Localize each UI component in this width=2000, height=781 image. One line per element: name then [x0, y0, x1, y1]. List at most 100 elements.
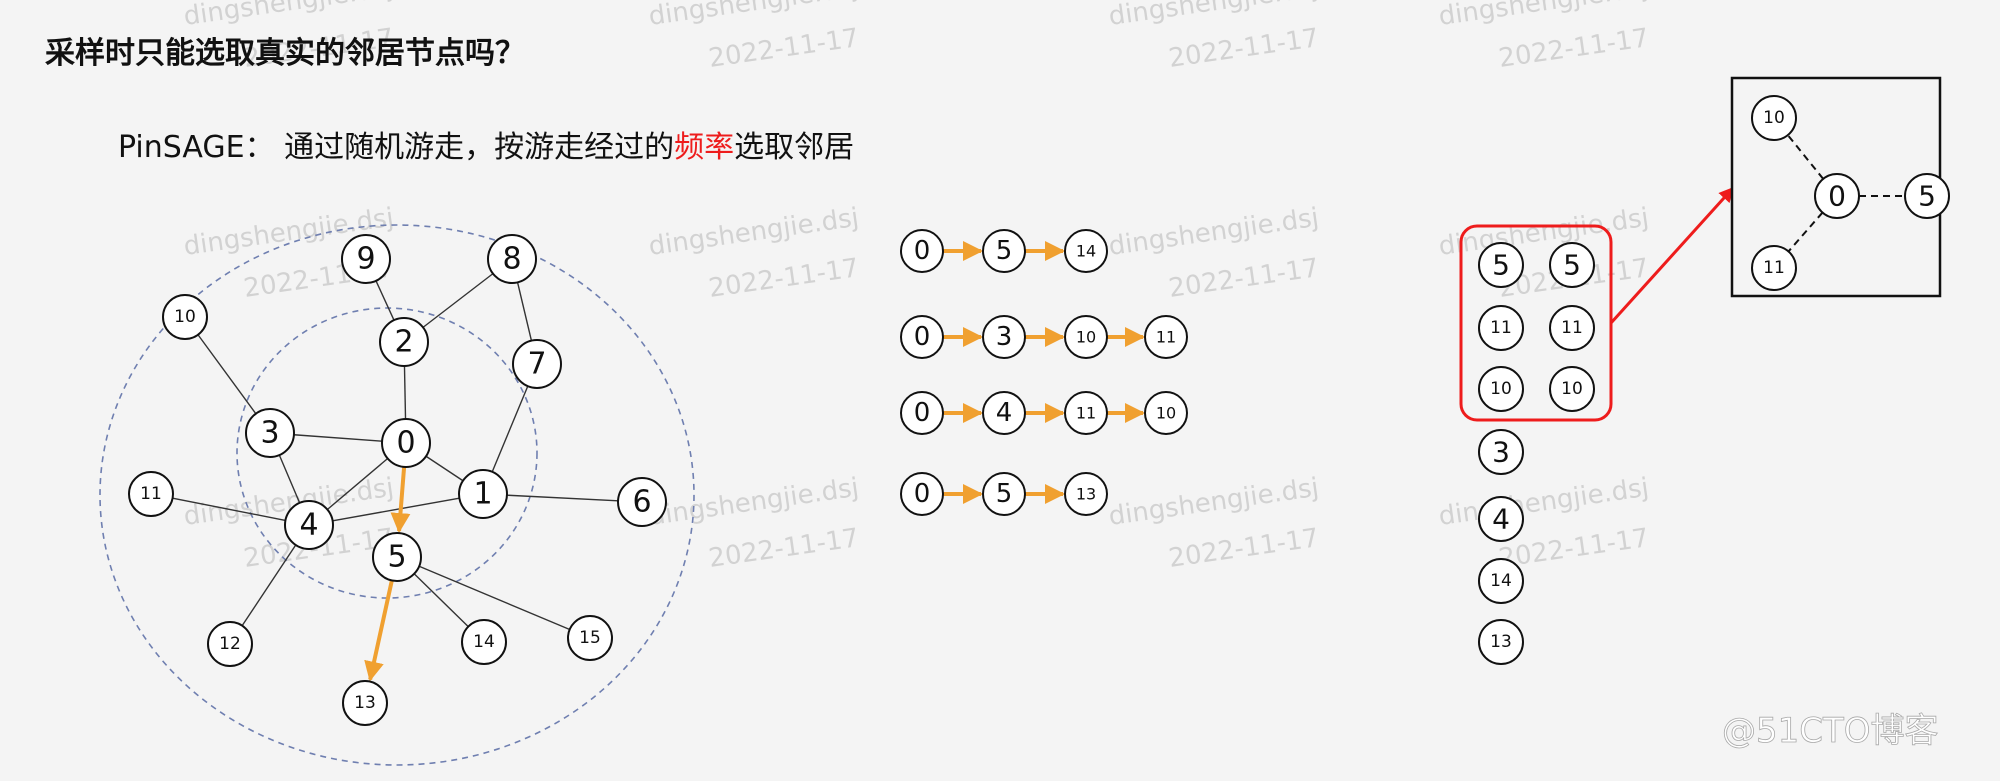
- walk-node: 3: [982, 315, 1026, 359]
- graph-edge-5-15: [418, 565, 570, 631]
- graph-node-6-label: 6: [632, 485, 651, 520]
- walk-node-label: 4: [996, 398, 1013, 428]
- tally-node-top-label: 11: [1490, 318, 1512, 338]
- result-neighbor-node: 11: [1751, 245, 1797, 291]
- graph-node-7-label: 7: [527, 347, 546, 382]
- graph-edge-8-7: [516, 282, 533, 341]
- graph-node-1: 1: [458, 469, 508, 519]
- graph-edge-1-6: [506, 494, 619, 502]
- walk-node: 10: [1064, 315, 1108, 359]
- walk-node: 0: [900, 315, 944, 359]
- walk-node-label: 0: [914, 236, 931, 266]
- graph-edge-7-1: [491, 385, 529, 473]
- watermark-user: dingshengjie.dsj: [647, 473, 861, 532]
- tally-node-top-label: 11: [1561, 318, 1583, 338]
- result-center-node: 0: [1814, 173, 1860, 219]
- result-neighbor-node-label: 11: [1763, 258, 1785, 278]
- walk-node-label: 10: [1076, 328, 1096, 347]
- walk-row: 0 5 14: [900, 229, 1108, 273]
- graph-node-14: 14: [461, 619, 507, 665]
- walk-row: 0 3 10 11: [900, 315, 1188, 359]
- graph-node-4-label: 4: [299, 508, 318, 543]
- watermark-date: 2022-11-17: [1167, 23, 1321, 74]
- walk-node: 11: [1064, 391, 1108, 435]
- result-edge: [1787, 211, 1824, 253]
- walk-node: 14: [1064, 229, 1108, 273]
- tally-node-label: 4: [1492, 503, 1510, 536]
- walk-node-label: 14: [1076, 242, 1096, 261]
- result-neighbor-node: 5: [1904, 173, 1950, 219]
- graph-edge-3-4: [278, 454, 301, 504]
- graph-node-14-label: 14: [473, 632, 495, 652]
- subtitle-highlight: 频率: [674, 130, 735, 165]
- watermark-user: dingshengjie.dsj: [1107, 203, 1321, 262]
- graph-edge-5-14: [413, 573, 469, 628]
- graph-node-12-label: 12: [219, 634, 241, 654]
- outer-hop-ring: [99, 224, 695, 766]
- tally-node: 14: [1478, 558, 1524, 604]
- walk-node: 11: [1144, 315, 1188, 359]
- walk-node-label: 11: [1156, 328, 1176, 347]
- walk-node-label: 10: [1156, 404, 1176, 423]
- graph-node-15: 15: [567, 615, 613, 661]
- tally-node-top: 10: [1478, 366, 1524, 412]
- tally-node-top: 11: [1549, 305, 1595, 351]
- graph-node-11-label: 11: [140, 484, 162, 504]
- graph-node-13-label: 13: [354, 693, 376, 713]
- slide-title: 采样时只能选取真实的邻居节点吗？: [45, 36, 525, 71]
- watermark-user: dingshengjie.dsj: [647, 203, 861, 262]
- result-arrow: [1609, 186, 1735, 325]
- walk-node: 4: [982, 391, 1026, 435]
- graph-edge-2-9: [375, 280, 395, 321]
- tally-node-top: 5: [1549, 242, 1595, 288]
- watermark-brand: @51CTO博客: [1722, 711, 1939, 751]
- tally-node-top: 5: [1478, 242, 1524, 288]
- graph-node-7: 7: [512, 339, 562, 389]
- tally-node-label: 13: [1490, 632, 1512, 652]
- graph-node-0-label: 0: [396, 426, 415, 461]
- watermark-user: dingshengjie.dsj: [1107, 473, 1321, 532]
- walk-node-label: 3: [996, 322, 1013, 352]
- result-neighbor-node-label: 10: [1763, 108, 1785, 128]
- graph-node-8-label: 8: [502, 242, 521, 277]
- tally-node-top-label: 5: [1492, 249, 1510, 282]
- walk-node: 5: [982, 229, 1026, 273]
- walk-node-label: 5: [996, 479, 1013, 509]
- graph-node-6: 6: [617, 477, 667, 527]
- walk-node: 10: [1144, 391, 1188, 435]
- watermark-user: dingshengjie.dsj: [1437, 473, 1651, 532]
- tally-node-top-label: 10: [1490, 379, 1512, 399]
- graph-edge-1-4: [332, 497, 460, 522]
- watermark-date: 2022-11-17: [707, 523, 861, 574]
- walk-node-label: 0: [914, 398, 931, 428]
- tally-node-top: 10: [1549, 366, 1595, 412]
- tally-node-top-label: 10: [1561, 379, 1583, 399]
- graph-node-15-label: 15: [579, 628, 601, 648]
- walk-row: 0 4 11 10: [900, 391, 1188, 435]
- tally-node: 13: [1478, 619, 1524, 665]
- walk-node: 13: [1064, 472, 1108, 516]
- subtitle-prefix: PinSAGE： 通过随机游走，按游走经过的: [118, 130, 675, 165]
- graph-node-4: 4: [284, 500, 334, 550]
- walk-node: 0: [900, 229, 944, 273]
- result-neighbor-node: 10: [1751, 95, 1797, 141]
- graph-node-9: 9: [341, 234, 391, 284]
- subtitle-suffix: 选取邻居: [734, 130, 855, 165]
- walk-row: 0 5 13: [900, 472, 1108, 516]
- slide-subtitle: PinSAGE： 通过随机游走，按游走经过的频率选取邻居: [118, 122, 854, 166]
- tally-node: 4: [1478, 496, 1524, 542]
- watermark-date: 2022-11-17: [1167, 523, 1321, 574]
- graph-node-11: 11: [128, 471, 174, 517]
- graph-node-9-label: 9: [356, 242, 375, 277]
- graph-edge-0-1: [425, 455, 464, 482]
- walk-node-label: 13: [1076, 485, 1096, 504]
- graph-node-3-label: 3: [260, 416, 279, 451]
- graph-node-8: 8: [487, 234, 537, 284]
- walk-node: 0: [900, 472, 944, 516]
- tally-node-label: 14: [1490, 571, 1512, 591]
- walk-node: 5: [982, 472, 1026, 516]
- walk-edge-5-13: [364, 580, 394, 682]
- watermark-date: 2022-11-17: [707, 253, 861, 304]
